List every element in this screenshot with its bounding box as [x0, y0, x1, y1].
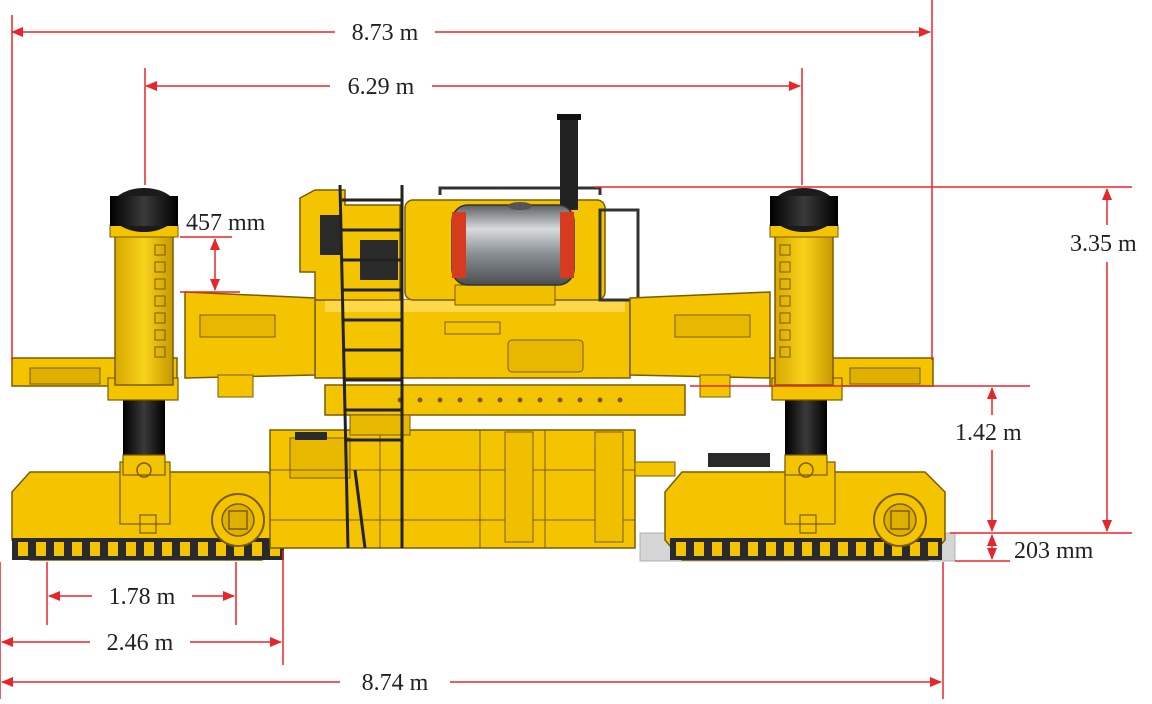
- left-leg-assembly: [107, 188, 179, 478]
- center-chassis: [269, 429, 770, 549]
- mid-frame: [324, 384, 686, 436]
- dimension-labels: 8.73 m 6.29 m 457 mm 3.35 m 1.42 m 203 m…: [107, 20, 1137, 696]
- dim-frame-clearance: 1.42 m: [955, 420, 1022, 446]
- dimension-lines: [0, 0, 1132, 699]
- dim-overall-length-bottom: 8.74 m: [362, 670, 429, 696]
- left-crawler-track: [11, 461, 286, 561]
- dim-leg-spacing: 6.29 m: [348, 74, 415, 100]
- dim-overall-width-top: 8.73 m: [352, 20, 419, 46]
- operator-station: [299, 189, 640, 302]
- right-outrigger-beam: [629, 291, 934, 398]
- dim-rear-offset: 2.46 m: [107, 630, 174, 656]
- access-ladder: [338, 184, 404, 549]
- right-leg-assembly: [769, 188, 843, 478]
- paver-machine: [11, 114, 946, 561]
- dim-ground-offset: 203 mm: [1014, 538, 1094, 564]
- dim-track-length: 1.78 m: [109, 584, 176, 610]
- dim-leg-adjust: 457 mm: [186, 210, 266, 236]
- dim-overall-height: 3.35 m: [1070, 231, 1137, 257]
- fuel-tank: [451, 202, 575, 286]
- right-crawler-track: [664, 461, 946, 561]
